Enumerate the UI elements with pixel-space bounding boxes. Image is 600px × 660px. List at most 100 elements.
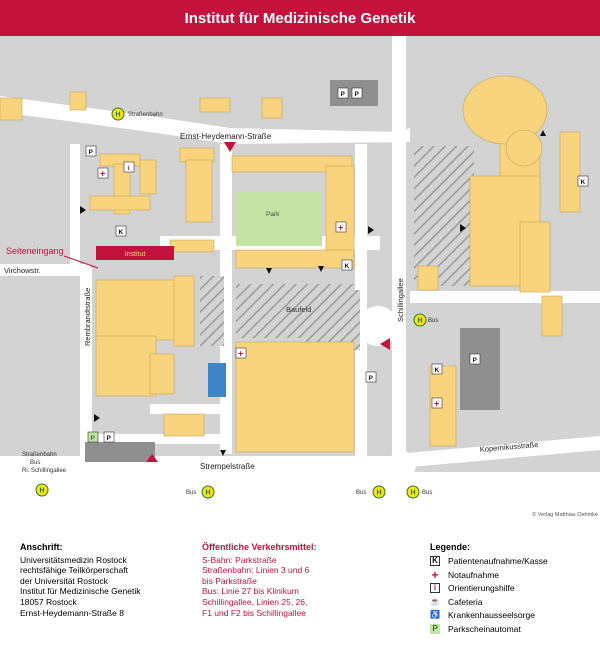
building-b17 (95, 335, 157, 397)
roads (0, 36, 600, 520)
icon-box-plus2 (235, 347, 247, 359)
address-heading: Anschrift: (20, 542, 63, 552)
road-south-lower (0, 472, 600, 520)
bus-stop-right-label: Bus (428, 318, 438, 324)
icon-box-ibox (123, 161, 135, 173)
cafeteria-cup-icon: ☕ (430, 596, 440, 606)
tram-stop-top-h: H (116, 112, 121, 119)
door-2 (266, 268, 272, 274)
bus-stop-3-h: H (411, 490, 416, 497)
door-markers (80, 130, 546, 456)
building-b7 (89, 195, 151, 211)
road-inner-4 (355, 144, 367, 456)
legend-label: Cafeteria (448, 596, 483, 607)
hatch-area-3 (414, 146, 474, 286)
bus-stop-3 (406, 485, 420, 499)
door-5 (460, 224, 466, 232)
icon-box-k1 (115, 225, 127, 237)
building-b14 (235, 249, 355, 269)
building-round (462, 75, 548, 145)
building-b8 (139, 159, 157, 195)
icon-p5-glyph: P (473, 357, 478, 364)
icon-box-p6 (337, 87, 349, 99)
icon-box-p4 (87, 431, 99, 443)
door-4 (368, 226, 374, 234)
institut-building[interactable] (96, 246, 174, 260)
icon-box-k4 (431, 363, 443, 375)
address-line: Ernst-Heydemann-Straße 8 (20, 607, 124, 618)
door-6 (540, 130, 546, 136)
address-block: Anschrift: Universitätsmedizin Rostock r… (20, 542, 190, 618)
bus-stop-2-label: Bus (356, 490, 366, 496)
legend-label: Patientenaufnahme/Kasse (448, 556, 548, 567)
icon-box-p5 (469, 353, 481, 365)
address-line: rechtsfähige Teilkörperschaft (20, 565, 129, 576)
entrance-markers (146, 142, 390, 462)
address-line: 18057 Rostock (20, 596, 77, 607)
tram-stops: H Straßenbahn Straßenbahn Bus Ri. Schill… (22, 107, 438, 499)
seiteneingang-pointer (63, 255, 99, 269)
door-3 (318, 266, 324, 272)
road-ernst-heydemann (0, 96, 410, 144)
building-b24 (519, 221, 551, 293)
building-b22 (559, 131, 581, 213)
hatch-area-4 (300, 290, 360, 350)
parking-icon: P (430, 624, 440, 634)
transit-heading: Öffentliche Verkehrsmittel: (202, 542, 317, 552)
building-b16 (173, 275, 195, 347)
icon-box-p7 (351, 87, 363, 99)
building-b4 (261, 97, 283, 119)
bus-stop-1 (201, 485, 215, 499)
hatch-area-2 (200, 276, 224, 346)
icon-p2-glyph: P (369, 375, 374, 382)
road-virchow (0, 264, 90, 276)
info-icon: i (430, 583, 440, 594)
icon-plus2-glyph: + (238, 349, 243, 359)
building-b3 (199, 97, 231, 113)
address-line: Institut für Medizinische Genetik (20, 586, 141, 597)
icon-k2-glyph: K (345, 263, 350, 270)
bus-left-label: Bus (30, 460, 40, 466)
building-grey-east (460, 328, 500, 410)
building-b1 (0, 97, 23, 121)
transit-line: Straßenbahn: Linien 3 und 6 (202, 565, 310, 576)
icon-box-plus3 (335, 221, 347, 233)
door-8 (94, 414, 100, 422)
legend-item: K Patientenaufnahme/Kasse (430, 555, 598, 569)
icon-box-k2 (341, 259, 353, 271)
road-inner-6 (92, 434, 220, 444)
building-b10 (185, 159, 213, 223)
road-inner-1 (70, 144, 80, 268)
tram-stop-left-label: Straßenbahn (22, 452, 57, 458)
legend-label: Notaufnahme (448, 569, 500, 580)
tram-stop-top (111, 107, 125, 121)
icon-p1-glyph: P (89, 149, 94, 156)
icon-box-plus4 (431, 397, 443, 409)
legend-label: Krankenhausseelsorge (448, 610, 535, 621)
legend-heading: Legende: (430, 542, 471, 552)
buildings (0, 75, 581, 453)
copyright: © Verlag Matthias Oehmke (532, 511, 598, 518)
street-ernst-heydemann: Ernst-Heydemann-Straße (180, 132, 272, 141)
transit-line: Bus: Linie 27 bis Klinikum (202, 586, 299, 597)
building-b11 (169, 239, 215, 253)
icon-k1-glyph: K (119, 229, 124, 236)
icon-plus4-glyph: + (434, 399, 439, 409)
building-b27 (417, 265, 439, 291)
entrance-south (146, 454, 158, 462)
building-b25 (541, 295, 563, 337)
legend-block: Legende: K Patientenaufnahme/Kasse + Not… (430, 542, 598, 636)
k-icon: K (430, 556, 440, 567)
street-strempel: Strempelstraße (200, 462, 255, 471)
legend-item: ♿ Krankenhausseelsorge (430, 609, 598, 623)
page-title: Institut für Medizinische Genetik (0, 0, 600, 36)
transit-line: F1 und F2 bis Schillingallee (202, 607, 306, 618)
baufeld-label: Baufeld (286, 305, 311, 314)
page-title-text: Institut für Medizinische Genetik (184, 9, 416, 27)
icon-k3-glyph: K (581, 179, 586, 186)
icon-box-k3 (577, 175, 589, 187)
icon-box-p1 (85, 145, 97, 157)
door-1 (80, 206, 86, 214)
road-inner-5 (150, 404, 230, 414)
icon-box-p2 (365, 371, 377, 383)
